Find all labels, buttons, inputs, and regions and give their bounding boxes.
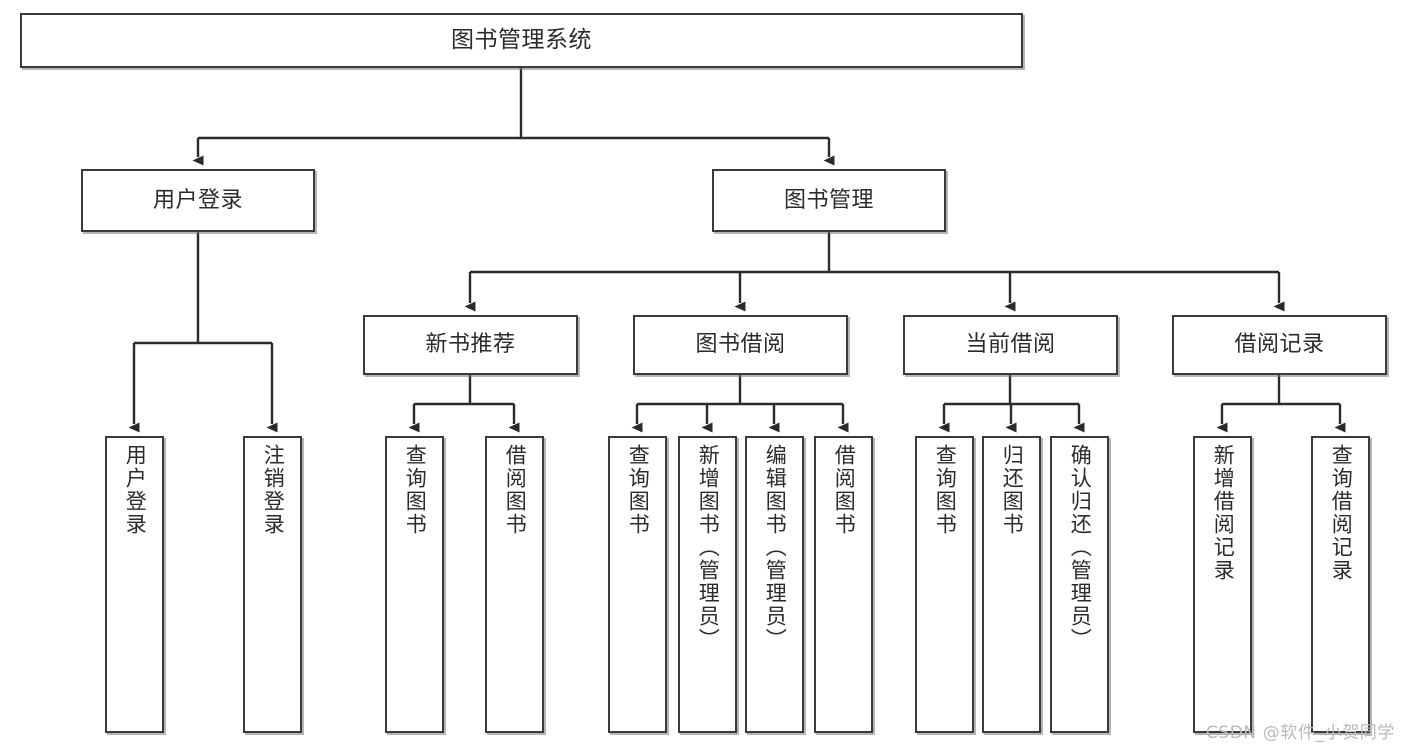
- leaf-borrow-book-1[interactable]: 借阅图书: [485, 436, 544, 733]
- leaf-return-book-label: 归还图书: [1000, 444, 1025, 536]
- leaf-edit-book[interactable]: 编辑图书（管理员）: [745, 436, 804, 733]
- node-book-manage-label: 图书管理: [783, 187, 874, 213]
- leaf-edit-book-label: 编辑图书（管理员）: [763, 444, 788, 651]
- node-user-login[interactable]: 用户登录: [81, 169, 315, 232]
- leaf-query-record-label: 查询借阅记录: [1329, 444, 1354, 582]
- node-current-borrow-label: 当前借阅: [965, 332, 1056, 358]
- node-current-borrow[interactable]: 当前借阅: [903, 315, 1118, 375]
- node-new-book-recommend-label: 新书推荐: [425, 332, 516, 358]
- node-root[interactable]: 图书管理系统: [20, 13, 1023, 68]
- leaf-user-logout[interactable]: 注销登录: [243, 436, 302, 733]
- leaf-confirm-return[interactable]: 确认归还（管理员）: [1050, 436, 1109, 733]
- leaf-add-book-label: 新增图书（管理员）: [696, 444, 721, 651]
- node-book-borrow-label: 图书借阅: [695, 332, 786, 358]
- leaf-borrow-book-2-label: 借阅图书: [832, 444, 857, 536]
- node-user-login-label: 用户登录: [152, 187, 243, 213]
- leaf-query-book-2[interactable]: 查询图书: [608, 436, 667, 733]
- csdn-watermark: CSDN @软件_小贺同学: [1205, 723, 1395, 743]
- leaf-borrow-book-2[interactable]: 借阅图书: [814, 436, 873, 733]
- node-book-borrow[interactable]: 图书借阅: [633, 315, 848, 375]
- leaf-query-book-1-label: 查询图书: [403, 444, 428, 536]
- node-root-label: 图书管理系统: [451, 26, 592, 53]
- node-book-manage[interactable]: 图书管理: [712, 169, 946, 232]
- leaf-query-book-1[interactable]: 查询图书: [385, 436, 444, 733]
- leaf-query-book-3-label: 查询图书: [933, 444, 958, 536]
- node-new-book-recommend[interactable]: 新书推荐: [363, 315, 578, 375]
- leaf-user-login-label: 用户登录: [123, 444, 148, 536]
- leaf-add-book[interactable]: 新增图书（管理员）: [678, 436, 737, 733]
- leaf-add-record-label: 新增借阅记录: [1211, 444, 1236, 582]
- leaf-user-login[interactable]: 用户登录: [105, 436, 164, 733]
- leaf-query-record[interactable]: 查询借阅记录: [1311, 436, 1370, 733]
- leaf-return-book[interactable]: 归还图书: [982, 436, 1041, 733]
- leaf-borrow-book-1-label: 借阅图书: [503, 444, 528, 536]
- node-borrow-record[interactable]: 借阅记录: [1172, 315, 1387, 375]
- leaf-add-record[interactable]: 新增借阅记录: [1193, 436, 1252, 733]
- leaf-confirm-return-label: 确认归还（管理员）: [1068, 444, 1093, 651]
- node-borrow-record-label: 借阅记录: [1234, 332, 1325, 358]
- leaf-query-book-2-label: 查询图书: [626, 444, 651, 536]
- leaf-query-book-3[interactable]: 查询图书: [915, 436, 974, 733]
- leaf-user-logout-label: 注销登录: [261, 444, 286, 536]
